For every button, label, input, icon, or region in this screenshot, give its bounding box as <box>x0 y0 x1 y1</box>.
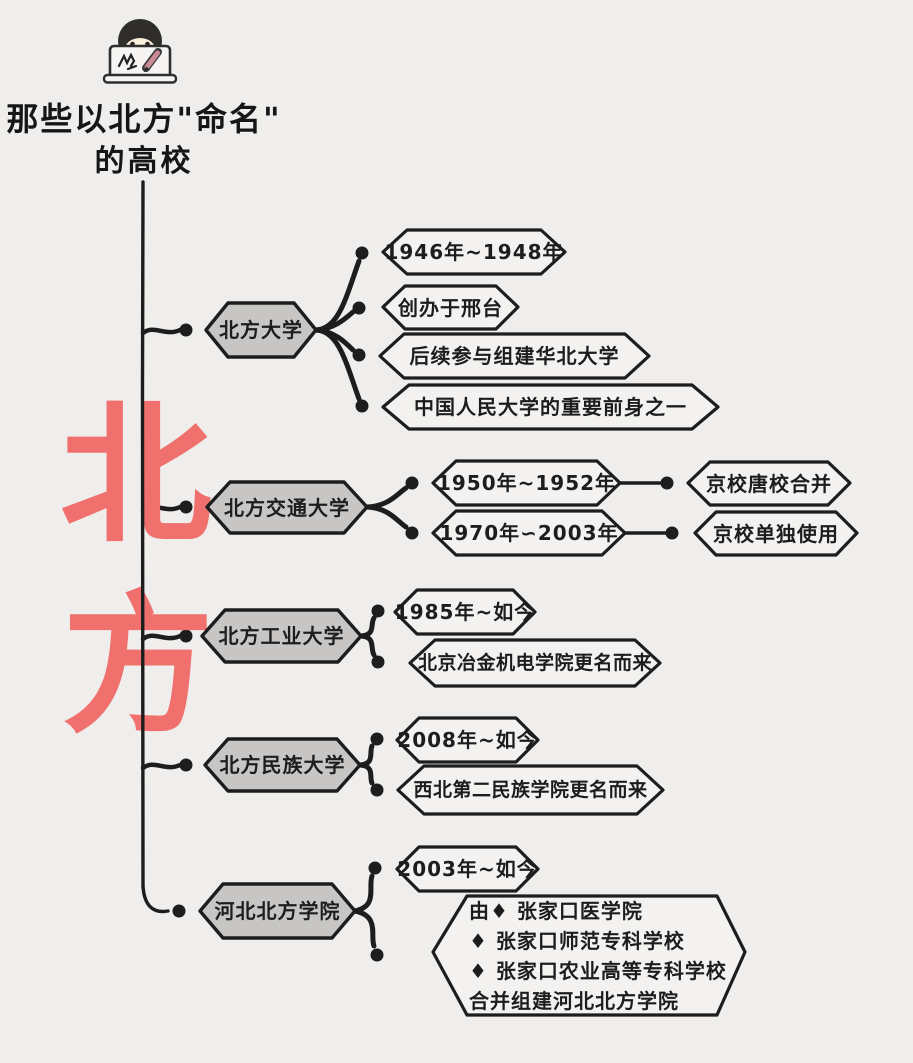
branch5-curve-1 <box>352 873 375 914</box>
child-label-1950: 1950年~1952年 <box>436 471 617 495</box>
spine-connector-branch2 <box>140 504 183 513</box>
child-hex-xingtai <box>381 284 520 331</box>
child-label-huabei: 后续参与组建华北大学 <box>409 344 620 368</box>
node-hex-beifang-daxue <box>204 301 318 359</box>
child-label-1985: 1985年~如今 <box>394 600 536 624</box>
branch3-curve-2 <box>358 633 377 658</box>
page-title-line1: 那些以北方"命名" <box>6 100 282 138</box>
child-hex-2008 <box>395 716 540 764</box>
detail-line-3: ♦ 张家口农业高等专科学校 <box>469 958 727 983</box>
branch1-curve-1 <box>313 258 362 333</box>
child-label-xibei: 西北第二民族学院更名而来 <box>413 778 648 801</box>
node-hex-beifang-jiaotong <box>205 480 369 535</box>
child-label-2008: 2008年~如今 <box>397 728 538 752</box>
child-hex-1950 <box>431 459 622 507</box>
connector-dots <box>172 246 679 962</box>
child-label-jingxiao-tangxiao: 京校唐校合并 <box>706 471 832 496</box>
branch4-curve-2 <box>357 762 375 786</box>
spine-line <box>140 180 170 914</box>
child-label-1970: 1970年∽2003年 <box>439 521 619 545</box>
spine-connector-branch4 <box>140 762 183 771</box>
child-hex-yejin <box>408 638 662 688</box>
child-hex-1985 <box>393 588 537 636</box>
child-hex-jingxiao-tangxiao <box>686 460 852 507</box>
child-detail-zhangjiakou: 由♦ 张家口医学院 ♦ 张家口师范专科学校 ♦ 张家口农业高等专科学校 合并组建… <box>433 896 745 1015</box>
child-hex-1970 <box>431 509 627 557</box>
child-label-2003: 2003年~如今 <box>397 857 538 881</box>
branch5-curve-2 <box>352 908 377 949</box>
child-hex-renda <box>381 383 720 431</box>
node-label-beifang-gongye: 北方工业大学 <box>218 624 345 648</box>
branch4-curve-1 <box>357 743 375 768</box>
node-hex-beifang-minzu <box>203 737 362 793</box>
node-hex-hebei-beifang <box>198 882 357 940</box>
detail-line-2: ♦ 张家口师范专科学校 <box>469 928 685 953</box>
child-label-jingxiao-dandu: 京校单独使用 <box>713 521 839 546</box>
watermark-char-fang: 方 <box>62 577 214 754</box>
node-label-beifang-jiaotong: 北方交通大学 <box>224 495 350 520</box>
branch3-curve-1 <box>358 615 377 639</box>
page-title-line2: 的高校 <box>94 144 194 179</box>
node-label-beifang-daxue: 北方大学 <box>219 318 303 342</box>
person-at-laptop-icon <box>102 19 178 84</box>
branch1-curve-4 <box>313 327 362 402</box>
node-hex-beifang-gongye <box>200 608 363 664</box>
branch2-curve-2 <box>364 504 409 530</box>
child-hex-2003 <box>395 845 540 893</box>
child-hex-huabei <box>378 332 651 380</box>
connector-dot <box>179 629 193 643</box>
child-hex-xibei <box>396 764 665 816</box>
child-label-yejin: 北京冶金机电学院更名而来 <box>417 651 652 674</box>
scribble-icon <box>117 52 138 71</box>
child-hex-jingxiao-dandu <box>693 510 859 557</box>
node-label-beifang-minzu: 北方民族大学 <box>219 753 346 777</box>
child-label-renda: 中国人民大学的重要前身之一 <box>414 395 687 419</box>
spine-connector-branch3 <box>140 633 183 642</box>
detail-line-1: 由♦ 张家口医学院 <box>469 898 643 923</box>
child-hex-zhangjiakou-detail <box>431 894 747 1017</box>
node-label-hebei-beifang: 河北北方学院 <box>214 899 341 923</box>
connector-dot <box>179 500 193 514</box>
child-label-1946: 1946年~1948年 <box>384 240 564 264</box>
laptop-base <box>102 73 178 84</box>
child-hex-1946 <box>381 228 567 276</box>
child-label-xingtai: 创办于邢台 <box>398 295 503 320</box>
branch2-curve-1 <box>364 485 409 510</box>
spine-connector-branch1 <box>140 327 183 336</box>
watermark-char-bei: 北 <box>60 387 212 564</box>
detail-line-4: 合并组建河北北方学院 <box>469 988 679 1013</box>
